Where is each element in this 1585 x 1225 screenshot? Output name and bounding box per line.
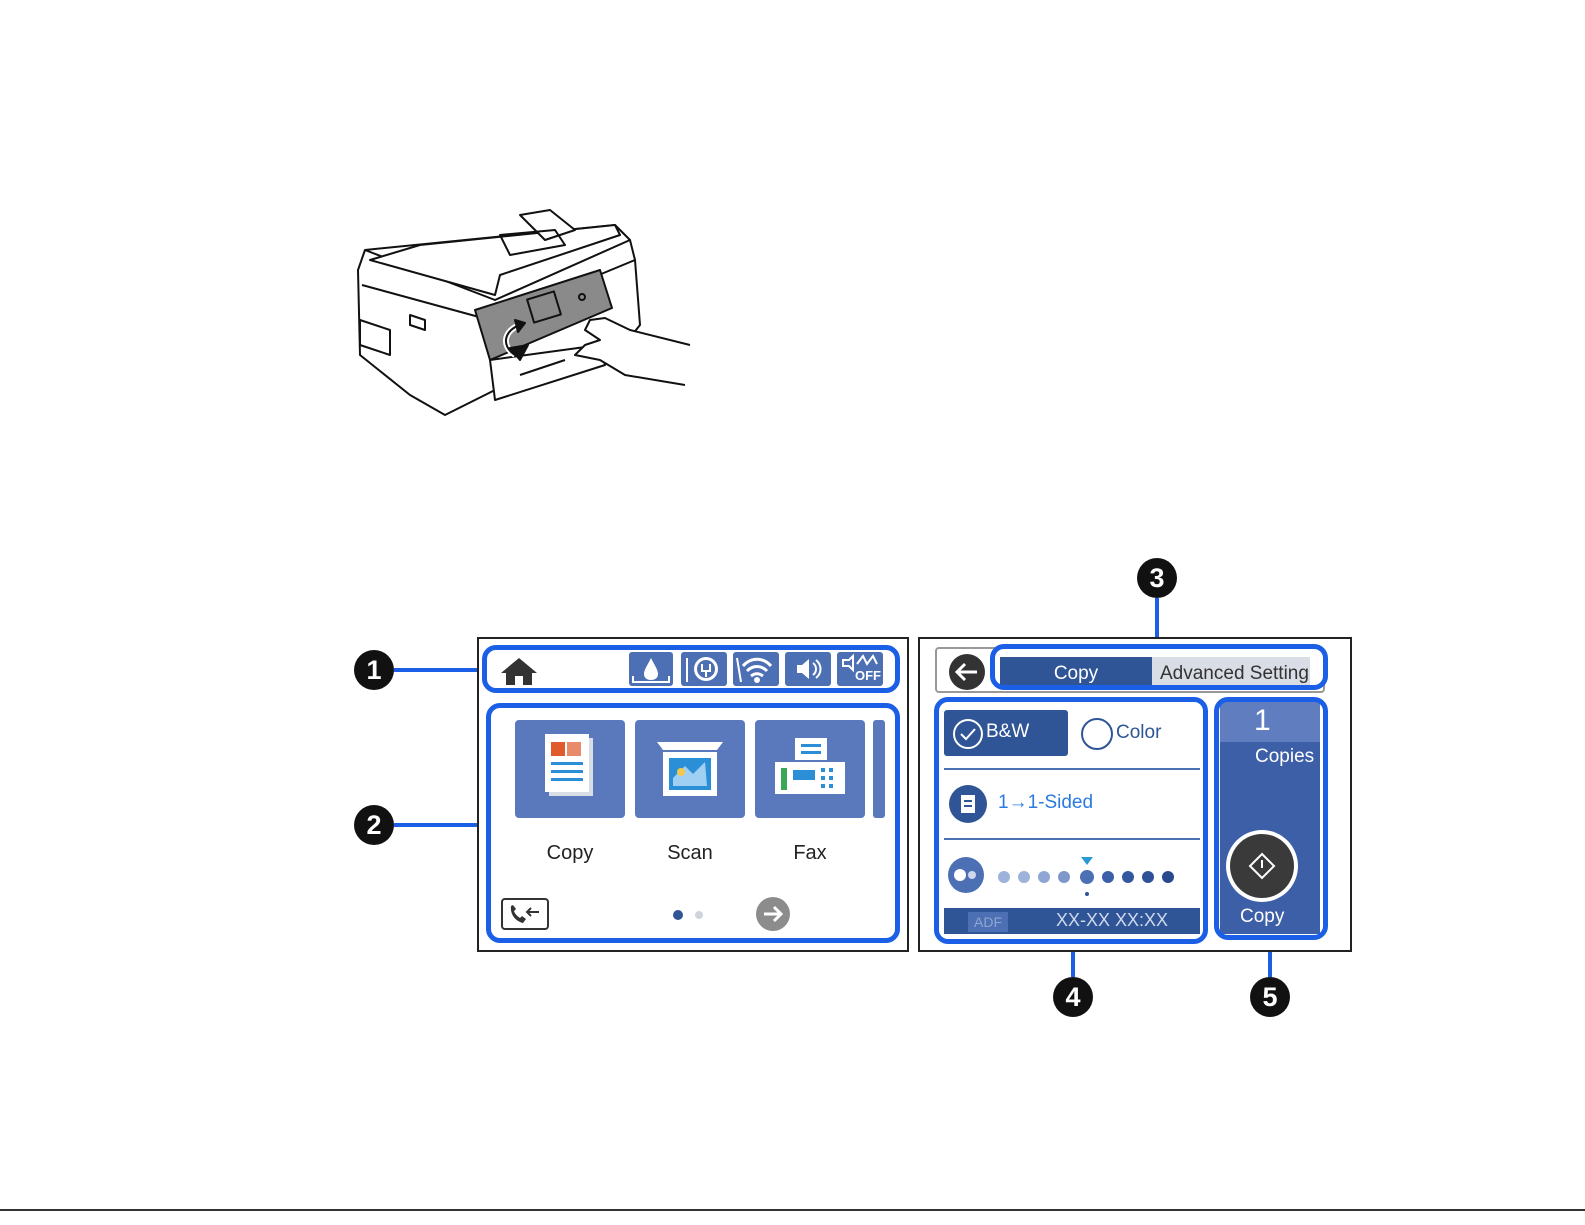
callout-1-leader [394,668,487,672]
callout-5: 5 [1250,977,1290,1017]
options-highlight [934,697,1208,944]
callout-1: 1 [354,650,394,690]
callout-3: 3 [1137,558,1177,598]
back-button[interactable] [947,652,987,692]
arrow-left-icon [947,652,987,692]
tabs-highlight [990,644,1328,690]
callout-2: 2 [354,805,394,845]
callout-4: 4 [1053,977,1093,1017]
printer-illustration [350,200,700,425]
page-bottom-rule [0,1209,1585,1211]
start-highlight [1214,697,1328,940]
callout-2-leader [394,823,487,827]
status-bar-highlight [482,645,900,693]
app-area-highlight [486,703,900,943]
